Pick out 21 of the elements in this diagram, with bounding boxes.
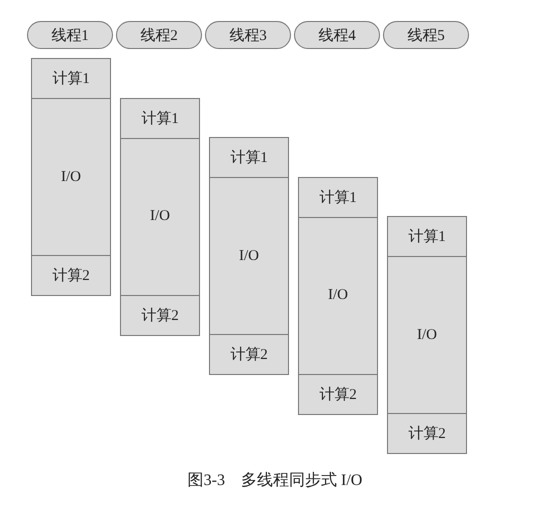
- task-segment: I/O: [387, 256, 467, 414]
- task-segment: 计算2: [298, 374, 378, 414]
- task-segment: 计算2: [387, 413, 467, 454]
- task-segment: 计算2: [31, 255, 111, 296]
- thread-label: 线程2: [116, 21, 202, 49]
- task-segment: 计算1: [209, 137, 289, 178]
- task-segment: 计算2: [209, 334, 289, 375]
- task-segment: 计算1: [120, 98, 200, 138]
- task-segment: 计算2: [120, 294, 200, 336]
- thread-label: 线程1: [27, 21, 113, 49]
- thread-label: 线程3: [205, 21, 291, 49]
- task-segment: I/O: [209, 177, 289, 335]
- task-segment: 计算1: [387, 216, 467, 257]
- figure-caption: 图3-3 多线程同步式 I/O: [188, 472, 362, 489]
- task-segment: 计算1: [31, 58, 111, 99]
- task-segment: 计算1: [298, 176, 378, 218]
- thread-label: 线程4: [294, 21, 380, 49]
- task-segment: I/O: [298, 216, 378, 374]
- task-segment: I/O: [31, 98, 111, 256]
- task-segment: I/O: [120, 138, 200, 296]
- thread-label: 线程5: [383, 21, 469, 49]
